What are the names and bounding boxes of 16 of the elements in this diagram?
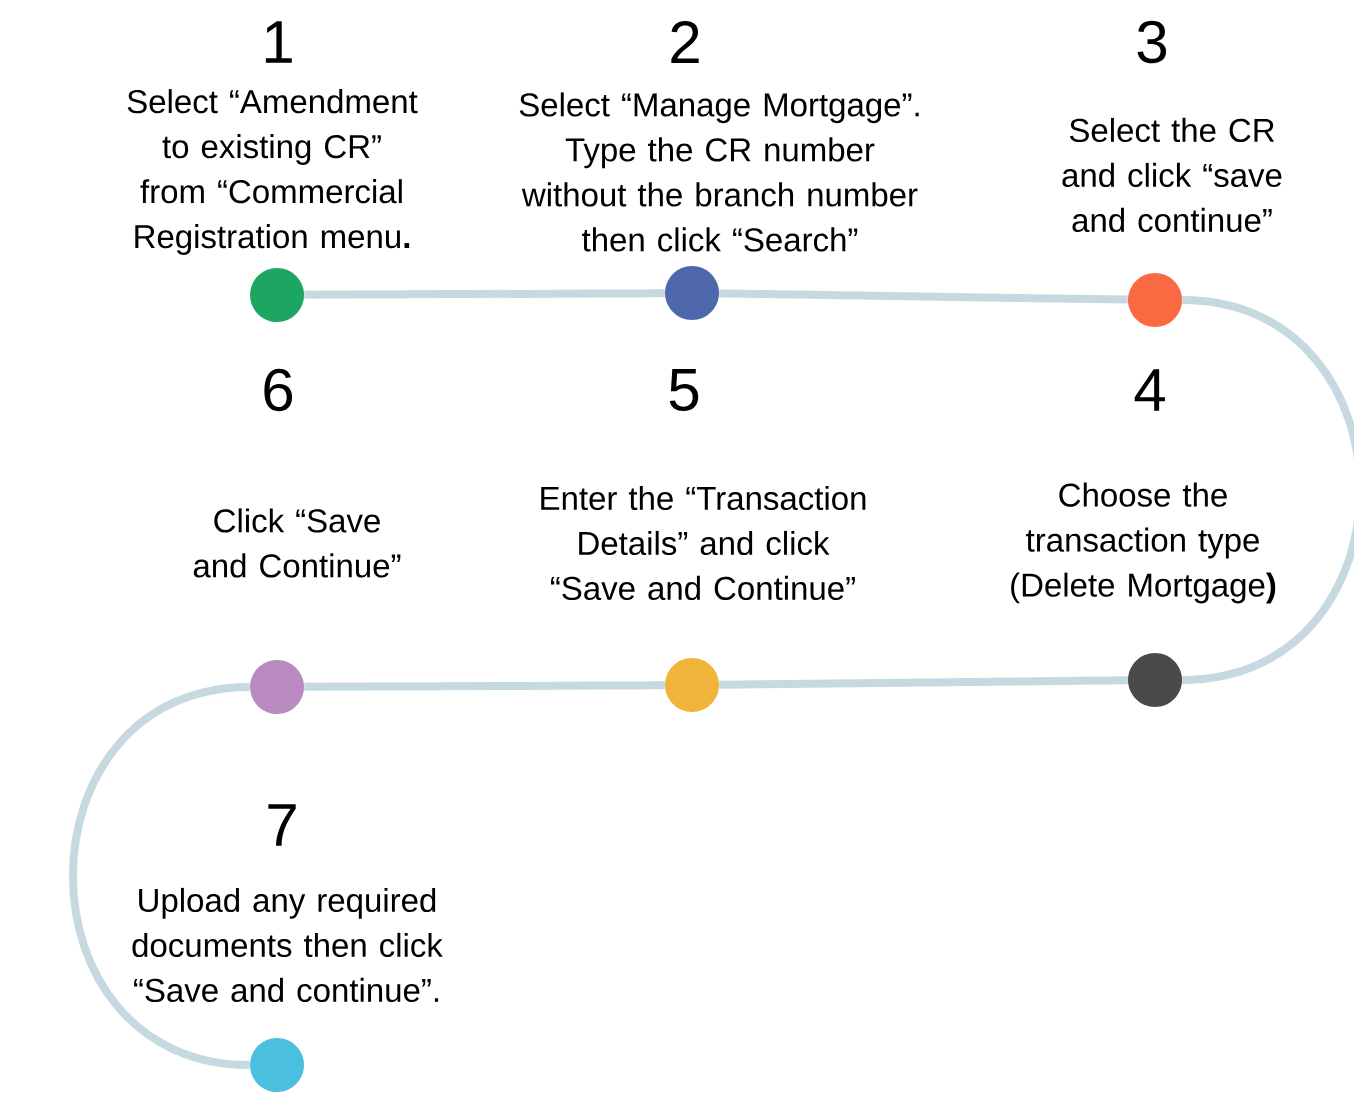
step-number: 6: [264, 368, 293, 412]
step-number: 5: [669, 369, 699, 411]
step-number: 3: [1137, 20, 1167, 64]
step-text: Enter the “Transaction Details” and click “Save and Continue”: [541, 485, 866, 601]
step-text: Select “Amendment to existing CR” from “Commercial Registration menu.: [127, 89, 418, 255]
step-text: Upload any required documents then click “Save and continue”.: [132, 887, 443, 1003]
step-number: 7: [268, 804, 296, 846]
step-number: 1: [265, 21, 292, 63]
step-text: Select “Manage Mortgage”. Type the CR number without the branch number then click “Search”: [519, 92, 919, 252]
step-number: 2: [671, 21, 699, 63]
step-text: Choose the transaction type (Delete Mortgage): [1011, 482, 1276, 604]
connector-line: [1181, 296, 1354, 684]
step-text: Select the CR and click “save and continue”: [1062, 117, 1282, 233]
step-text: Click “Save and Continue”: [193, 508, 401, 578]
connector-line: [69, 683, 251, 1069]
step-number: 4: [1134, 369, 1165, 411]
